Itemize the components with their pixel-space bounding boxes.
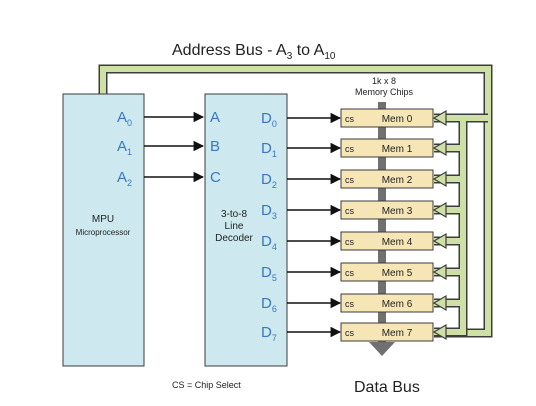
chip-select-wires [287,112,342,338]
data-bus-label: Data Bus [354,379,420,396]
bus-arrowhead [432,294,447,312]
mpu-pin-a2: A2 [117,169,132,188]
decoder-block [204,93,288,367]
bus-arrowhead [432,232,447,250]
address-bus-loops [434,113,488,337]
bus-arrowhead [432,109,447,127]
memory-chip: cs Mem 4 [340,231,434,251]
memory-chip-body [340,231,434,251]
bus-arrowhead [432,139,447,157]
memory-chip-body [340,262,434,282]
memory-heading-line: 1k x 8 [372,76,396,86]
memory-chip-body [340,138,434,158]
chip-select-label: cs [345,206,355,216]
decoder-output-d3: D3 [261,202,277,221]
decoder-input-b: B [210,138,220,155]
mpu-sublabel: Microprocessor [76,228,131,237]
decoder-output-d1: D1 [261,140,277,159]
decoder-output-d0: D0 [261,110,277,129]
address-bus [98,64,493,341]
memory-chip-name: Mem 0 [382,114,413,125]
mpu-block [62,93,145,367]
memory-chip-body [340,293,434,313]
bus-arrowhead [432,263,447,281]
memory-chip-name: Mem 7 [382,328,413,339]
decoder-input-c: C [210,169,221,186]
mpu-label: MPU [92,214,114,225]
memory-chip-body [340,108,434,128]
decoder-output-d7: D7 [261,324,277,343]
memory-heading-line: Memory Chips [355,87,414,97]
chip-select-label: cs [345,268,355,278]
memory-chip: cs Mem 7 [340,322,434,342]
bus-arrowhead [432,201,447,219]
mpu-pin-a0: A0 [117,109,132,128]
memory-chip: cs Mem 3 [340,200,434,220]
memory-chip-name: Mem 5 [382,268,413,279]
bus-arrowhead [432,323,447,341]
memory-chip-body [340,169,434,189]
mpu-pin-a1: A1 [117,138,132,157]
memory-chip: cs Mem 2 [340,169,434,189]
chip-select-label: cs [345,237,355,247]
memory-chip: cs Mem 1 [340,138,434,158]
chip-select-label: cs [345,144,355,154]
data-bus [369,102,395,356]
memory-chip-name: Mem 2 [382,175,413,186]
address-bus-title: Address Bus - A3 to A10 [172,42,336,62]
decoder-inputs: ABC [210,109,221,186]
memory-chip: cs Mem 6 [340,293,434,313]
decoder-output-d6: D6 [261,295,277,314]
memory-chip-body [340,322,434,342]
memory-chip: cs Mem 5 [340,262,434,282]
memory-chip-body [340,200,434,220]
chip-select-label: cs [345,299,355,309]
memory-chip-name: Mem 3 [382,206,413,217]
memory-chip-name: Mem 6 [382,299,413,310]
decoder-output-d5: D5 [261,264,277,283]
memory-chip-name: Mem 4 [382,237,413,248]
decoder-label-line: Line [225,221,244,232]
decoder-output-d4: D4 [261,233,277,252]
decoder-label-line: Decoder [215,233,253,244]
decoder-input-a: A [210,109,220,126]
address-bus-arrowheads [432,109,447,341]
chip-select-footnote: CS = Chip Select [172,380,241,390]
memory-chip: cs Mem 0 [340,108,434,128]
bus-arrowhead [432,170,447,188]
chip-select-label: cs [345,328,355,338]
decoder-output-d2: D2 [261,171,277,190]
memory-chip-name: Mem 1 [382,144,413,155]
chip-select-label: cs [345,175,355,185]
chip-select-label: cs [345,114,355,124]
decoder-label-line: 3-to-8 [221,209,248,220]
address-line-wires [144,111,205,183]
